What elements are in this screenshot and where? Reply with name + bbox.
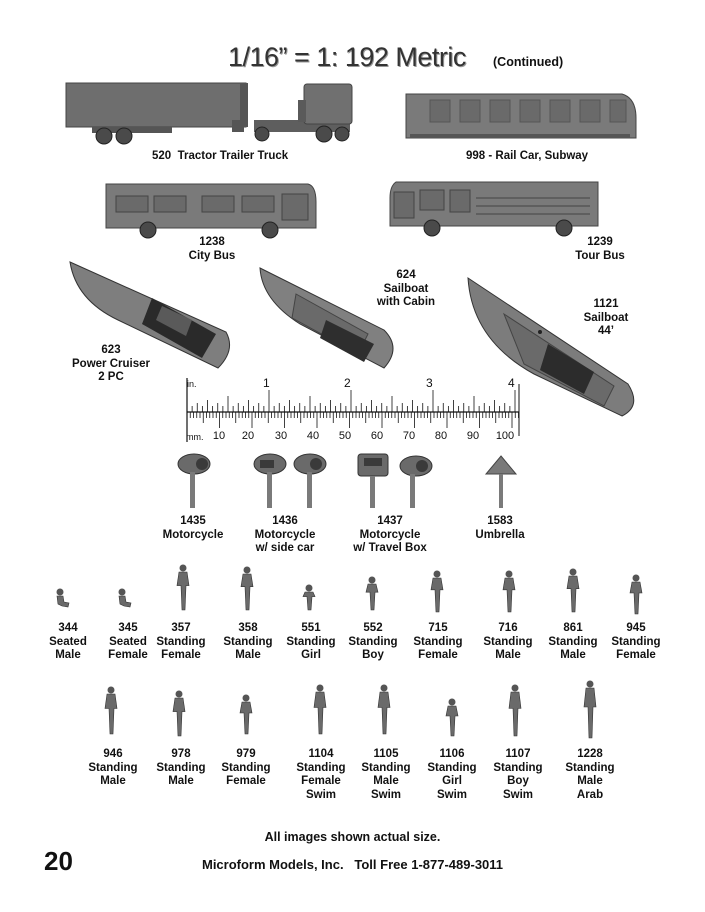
page-subtitle: (Continued)	[493, 55, 564, 69]
figure-image	[374, 684, 394, 741]
figure-label: 979 Standing Female	[221, 748, 271, 787]
figure-label: 861 Standing Male	[548, 622, 598, 661]
motorcycle-travel-box-image-a	[357, 453, 389, 508]
motorcycle-side-car-image-a	[253, 453, 287, 508]
page-number: 20	[44, 846, 73, 876]
sailboat-44-label: 1121 Sailboat 44’	[583, 298, 629, 337]
ruler-mm-label-20: 20	[241, 430, 255, 442]
figure-label: 945 Standing Female	[611, 622, 661, 661]
figure-label: 946 Standing Male	[88, 748, 138, 787]
ruler-mm-unit: mm.	[186, 432, 204, 442]
figure-label: 1104 Standing Female Swim	[296, 748, 346, 801]
sailboat-with-cabin-label: 624 Sailboat with Cabin	[376, 269, 436, 308]
tractor-trailer-truck-label: 520 Tractor Trailer Truck	[152, 150, 289, 162]
figure-image	[310, 684, 330, 741]
scale-ruler: in. 1 2 3 4 mm. 10 20 30 40 50 60 70 80 …	[183, 376, 523, 446]
figure-image	[362, 576, 382, 617]
rail-car-subway-label: 998 - Rail Car, Subway	[466, 150, 589, 162]
motorcycle-1435-image	[177, 453, 211, 508]
motorcycle-travel-box-image-b	[399, 455, 433, 508]
power-cruiser-label: 623 Power Cruiser 2 PC	[72, 344, 150, 383]
rail-car-subway-image	[405, 93, 637, 139]
figure-image	[499, 570, 519, 619]
ruler-mm-label-10: 10	[212, 430, 226, 442]
figure-label: 1107 Standing Boy Swim	[493, 748, 543, 801]
sailboat-with-cabin-image	[259, 267, 394, 369]
figure-label: 358 Standing Male	[223, 622, 273, 661]
figure-image	[580, 680, 600, 745]
figure-label: 1105 Standing Male Swim	[361, 748, 411, 801]
sailboat-44-image	[467, 277, 635, 417]
footer-contact: Microform Models, Inc. Toll Free 1-877-4…	[201, 857, 504, 872]
ruler-mm-label-30: 30	[274, 430, 288, 442]
figure-label: 1228 Standing Male Arab	[565, 748, 615, 801]
ruler-mm-label-40: 40	[306, 430, 320, 442]
tour-bus-label: 1239 Tour Bus	[575, 236, 625, 262]
motorcycle-travel-box-label: 1437 Motorcycle w/ Travel Box	[353, 515, 427, 554]
figure-image	[299, 584, 319, 617]
figure-image	[427, 570, 447, 619]
ruler-inch-label-4: 4	[508, 376, 515, 390]
figure-label: 357 Standing Female	[156, 622, 206, 661]
city-bus-image	[105, 183, 317, 239]
ruler-mm-label-70: 70	[402, 430, 416, 442]
motorcycle-side-car-image-b	[293, 453, 327, 508]
figure-label: 978 Standing Male	[156, 748, 206, 787]
page-title: 1/16” = 1: 192 Metric	[228, 42, 466, 72]
ruler-graphic	[186, 378, 520, 442]
umbrella-image	[484, 455, 518, 508]
figure-image	[563, 568, 583, 619]
ruler-inch-label-3: 3	[426, 376, 433, 390]
actual-size-note: All images shown actual size.	[264, 830, 441, 844]
figure-image	[169, 690, 189, 743]
figure-label: 715 Standing Female	[413, 622, 463, 661]
ruler-inch-unit: in.	[187, 379, 197, 389]
ruler-mm-label-80: 80	[434, 430, 448, 442]
tour-bus-image	[389, 181, 599, 237]
ruler-inch-label-1: 1	[263, 376, 270, 390]
ruler-mm-label-60: 60	[370, 430, 384, 442]
figure-image	[50, 588, 70, 615]
figure-image	[626, 574, 646, 621]
figure-image	[112, 588, 132, 615]
power-cruiser-image	[69, 261, 231, 369]
figure-image	[505, 684, 525, 743]
city-bus-label: 1238 City Bus	[188, 236, 236, 262]
figure-label: 345 Seated Female	[108, 622, 148, 661]
ruler-mm-label-50: 50	[338, 430, 352, 442]
motorcycle-1435-label: 1435 Motorcycle	[162, 515, 224, 541]
figure-label: 1106 Standing Girl Swim	[427, 748, 477, 801]
figure-image	[236, 694, 256, 741]
figure-image	[101, 686, 121, 741]
figure-label: 344 Seated Male	[49, 622, 87, 661]
figure-label: 551 Standing Girl	[286, 622, 336, 661]
umbrella-label: 1583 Umbrella	[475, 515, 525, 541]
ruler-inch-label-2: 2	[344, 376, 351, 390]
motorcycle-side-car-label: 1436 Motorcycle w/ side car	[254, 515, 316, 554]
figure-image	[442, 698, 462, 743]
ruler-mm-label-90: 90	[466, 430, 480, 442]
figure-image	[237, 566, 257, 617]
figure-label: 552 Standing Boy	[348, 622, 398, 661]
ruler-mm-label-100: 100	[495, 430, 515, 442]
figure-image	[173, 564, 193, 617]
figure-label: 716 Standing Male	[483, 622, 533, 661]
tractor-trailer-truck-image	[65, 82, 353, 145]
